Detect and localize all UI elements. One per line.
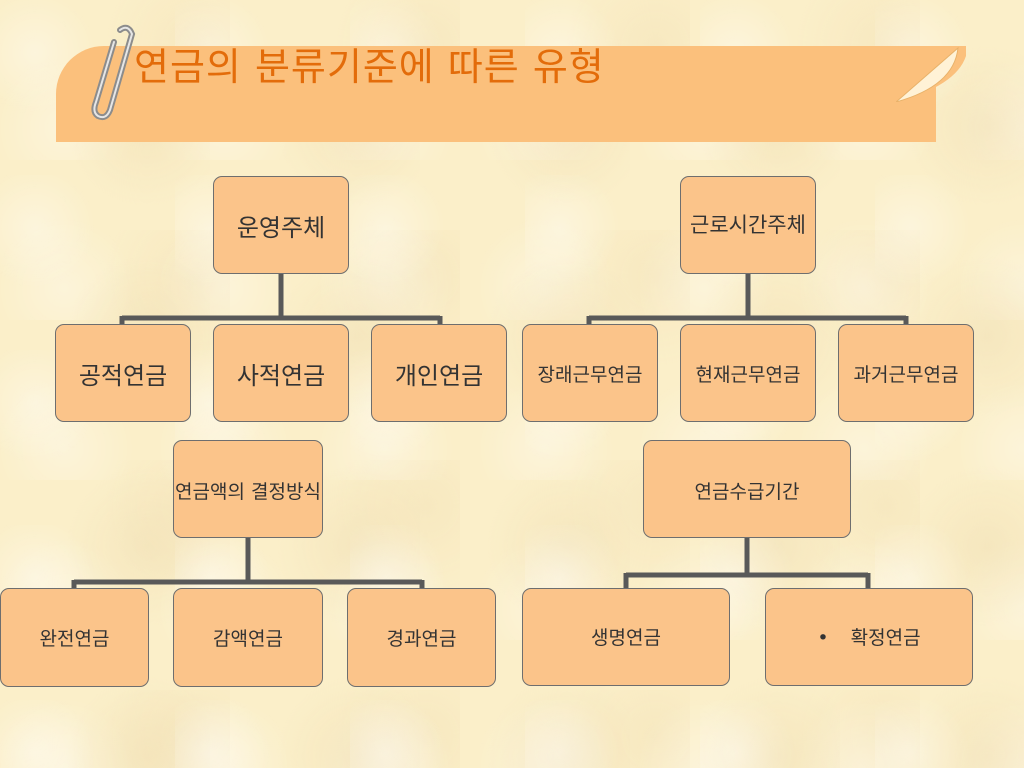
node-amount-method-child-3: 경과연금: [347, 588, 496, 687]
node-work-period-child-1: 장래근무연금: [522, 324, 658, 422]
node-label: 연금수급기간: [694, 481, 800, 503]
node-payment-period-child-1: 생명연금: [522, 588, 730, 686]
page-curl-decoration: [896, 46, 966, 102]
node-operator-root: 운영주체: [213, 176, 349, 274]
node-work-period-root: 근로시간주체: [680, 176, 816, 274]
node-label: 공적연금: [78, 361, 168, 390]
node-payment-period-child-2: 확정연금: [765, 588, 973, 686]
node-label: 현재근무연금: [695, 363, 801, 386]
node-label: 과거근무연금: [853, 363, 959, 386]
node-label: 연금액의 결정방식: [175, 481, 321, 503]
node-label: 확정연금: [817, 623, 921, 650]
node-label: 감액연금: [213, 628, 283, 650]
paperclip-icon: [91, 24, 136, 121]
node-amount-method-root: 연금액의 결정방식: [173, 440, 323, 538]
node-label: 경과연금: [386, 628, 457, 650]
page-title: 연금의 분류기준에 따른 유형: [134, 45, 605, 89]
title-banner: [56, 46, 936, 142]
node-label: 개인연금: [394, 361, 484, 390]
node-work-period-child-3: 과거근무연금: [838, 324, 974, 422]
node-label: 생명연금: [591, 627, 661, 649]
node-operator-child-3: 개인연금: [371, 324, 507, 422]
node-operator-child-2: 사적연금: [213, 324, 349, 422]
node-amount-method-child-2: 감액연금: [173, 588, 323, 687]
node-amount-method-child-1: 완전연금: [0, 588, 149, 687]
node-label: 근로시간주체: [690, 213, 806, 237]
node-label: 운영주체: [236, 213, 326, 242]
node-operator-child-1: 공적연금: [55, 324, 191, 422]
node-payment-period-root: 연금수급기간: [643, 440, 851, 538]
node-work-period-child-2: 현재근무연금: [680, 324, 816, 422]
node-label: 장래근무연금: [537, 363, 643, 386]
node-label: 완전연금: [39, 628, 110, 650]
node-label: 사적연금: [236, 361, 326, 390]
